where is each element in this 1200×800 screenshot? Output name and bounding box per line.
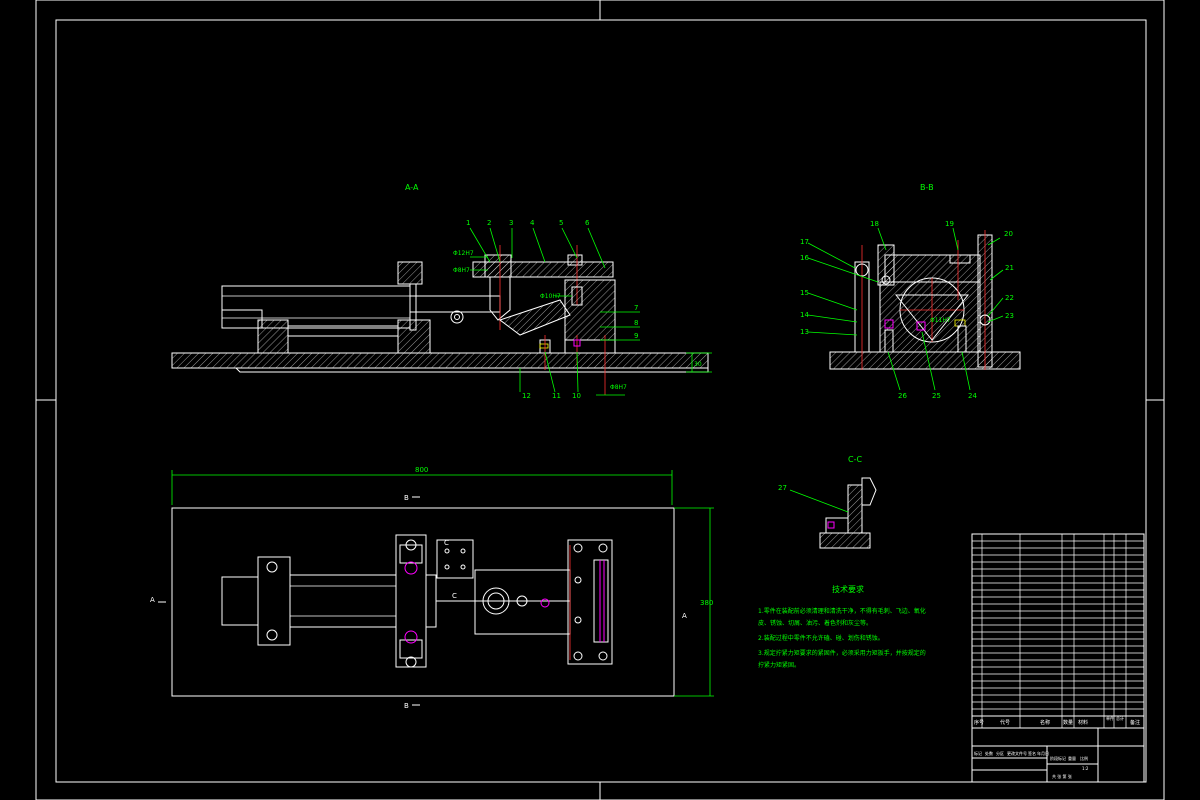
- balloon-7: 7: [634, 304, 638, 312]
- header-material: 材料: [1078, 719, 1088, 726]
- balloon-22: 22: [1005, 294, 1014, 302]
- dim-overall-length: 800: [415, 466, 428, 474]
- fit-annotation-5: Φ8H7: [610, 384, 627, 391]
- balloons-bb: 18 19 20 17 16 15 14 13 21 22 23 26 25 2…: [800, 220, 1014, 400]
- balloon-27: 27: [778, 484, 787, 492]
- balloon-8: 8: [634, 319, 638, 327]
- balloon-23: 23: [1005, 312, 1014, 320]
- marker-a-left: A: [150, 596, 155, 604]
- balloon-4: 4: [530, 219, 535, 227]
- tech-requirements: 技术要求 1.零件在装配前必须清理和清洗干净，不得有毛刺、飞边、氧化 皮、锈蚀、…: [758, 584, 926, 669]
- tech-req-line-4: 3.规定拧紧力矩要求的紧固件，必须采用力矩扳手，并按规定的: [758, 649, 926, 657]
- balloon-6: 6: [585, 219, 590, 227]
- fit-annotation-3: Φ10H7: [540, 293, 561, 300]
- sheet-border: [35, 0, 1165, 800]
- view-section-cc: C-C 27: [778, 455, 877, 549]
- title-block: 序号 代号 名称 数量 材料 单件 总计 备注 标记 处数 分区 更改文件号 签…: [971, 533, 1145, 783]
- balloon-20: 20: [1004, 230, 1013, 238]
- tech-req-line-5: 拧紧力矩紧固。: [758, 661, 800, 669]
- bottom-scale-value: 1:2: [1082, 766, 1089, 771]
- tech-req-title: 技术要求: [832, 584, 864, 594]
- bottom-count: 处数: [985, 750, 993, 756]
- balloon-10: 10: [572, 392, 581, 400]
- balloon-25: 25: [932, 392, 941, 400]
- fit-annotation-1: Φ12H7: [453, 250, 474, 257]
- balloon-11: 11: [552, 392, 561, 400]
- header-code: 代号: [1000, 719, 1010, 726]
- bottom-doc: 更改文件号: [1007, 750, 1027, 756]
- parts-list-rows: [972, 534, 1144, 728]
- bottom-scale: 比例: [1080, 755, 1088, 761]
- header-total: 总计: [1116, 715, 1124, 721]
- bottom-mark: 标记: [974, 750, 982, 756]
- header-qty: 数量: [1063, 719, 1073, 726]
- balloon-21: 21: [1005, 264, 1014, 272]
- balloon-5: 5: [559, 219, 563, 227]
- bottom-weight: 重量: [1068, 755, 1076, 761]
- view-label-bb: B-B: [920, 183, 934, 192]
- view-section-bb: B-B 18 19 20: [800, 183, 1021, 400]
- view-plan: 800 380 A A B B C C: [150, 466, 714, 710]
- marker-b-top: B: [404, 494, 409, 502]
- header-seq: 序号: [974, 719, 984, 726]
- balloon-12: 12: [522, 392, 531, 400]
- balloons-aa-bottom: 12 11 10: [519, 351, 581, 400]
- view-label-aa: A-A: [405, 183, 419, 192]
- balloon-9: 9: [634, 332, 638, 340]
- tech-req-line-1: 1.零件在装配前必须清理和清洗干净，不得有毛刺、飞边、氧化: [758, 607, 926, 615]
- bottom-zone: 分区: [996, 750, 1004, 756]
- bottom-date: 年月日: [1037, 750, 1049, 756]
- balloon-2: 2: [487, 219, 491, 227]
- balloon-15: 15: [800, 289, 809, 297]
- view-section-aa: A-A Φ: [171, 183, 712, 400]
- bottom-sign: 签名: [1028, 750, 1036, 756]
- balloons-aa-top: 1 2 3 4 5 6: [466, 219, 606, 269]
- marker-b-bottom: B: [404, 702, 409, 710]
- balloon-18: 18: [870, 220, 879, 228]
- balloon-17: 17: [800, 238, 809, 246]
- balloon-19: 19: [945, 220, 954, 228]
- header-unit: 单件: [1106, 715, 1114, 721]
- header-note: 备注: [1130, 719, 1140, 726]
- marker-a-right: A: [682, 612, 687, 620]
- balloon-14: 14: [800, 311, 809, 319]
- dim-width: 380: [700, 599, 713, 607]
- balloon-13: 13: [800, 328, 809, 336]
- dim-height: 30: [694, 361, 702, 368]
- bottom-sheet: 共 张 第 张: [1052, 773, 1072, 779]
- balloon-1: 1: [466, 219, 470, 227]
- balloons-aa-right: 7 8 9: [600, 304, 640, 341]
- marker-c-top: C: [444, 539, 449, 547]
- view-label-cc: C-C: [848, 455, 862, 464]
- balloon-24: 24: [968, 392, 977, 400]
- marker-c-bottom: C: [452, 592, 457, 600]
- balloon-26: 26: [898, 392, 907, 400]
- tech-req-line-3: 2.装配过程中零件不允许磕、碰、划伤和锈蚀。: [758, 634, 884, 642]
- balloon-3: 3: [509, 219, 513, 227]
- fit-annotation-2: Φ8H7: [453, 267, 470, 274]
- fit-annotation-4: Φ11H7: [930, 317, 951, 324]
- header-name: 名称: [1040, 719, 1050, 726]
- balloon-16: 16: [800, 254, 809, 262]
- bottom-stage: 阶段标记: [1050, 755, 1066, 761]
- tech-req-line-2: 皮、锈蚀、切屑、油污、着色剂和灰尘等。: [758, 619, 872, 627]
